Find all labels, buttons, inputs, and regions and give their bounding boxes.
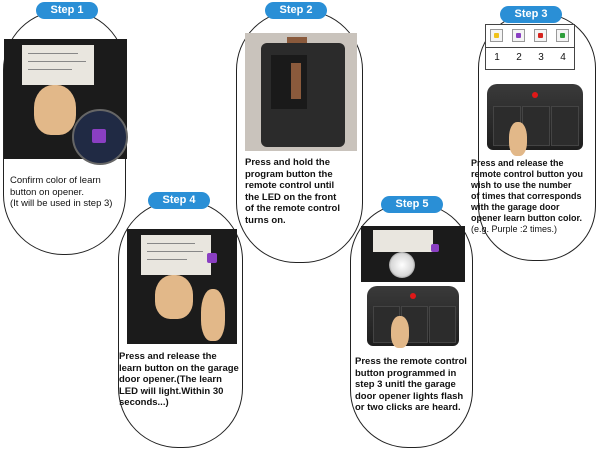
step-5-remote bbox=[367, 286, 459, 346]
step-1-card: Confirm color of learn button on opener.… bbox=[3, 10, 128, 255]
step-1-description: Confirm color of learn button on opener.… bbox=[10, 175, 113, 209]
slot-number-1: 1 bbox=[494, 52, 500, 63]
led-icon bbox=[410, 293, 416, 299]
purple-learn-button-icon bbox=[516, 33, 521, 38]
step-5-badge: Step 5 bbox=[381, 196, 443, 213]
step-4-card: Press and release the learn button on th… bbox=[118, 200, 243, 448]
chip-purple bbox=[512, 29, 525, 42]
chip-red bbox=[534, 29, 547, 42]
step-1-opener-photo bbox=[4, 39, 128, 165]
chip-green bbox=[556, 29, 569, 42]
slot-number-3: 3 bbox=[538, 52, 544, 63]
step-3-remote bbox=[487, 84, 583, 150]
yellow-learn-button-icon bbox=[494, 33, 499, 38]
chip-yellow bbox=[490, 29, 503, 42]
step-3-badge: Step 3 bbox=[500, 6, 562, 23]
step-4-badge: Step 4 bbox=[148, 192, 210, 209]
step-5-opener-photo bbox=[361, 226, 465, 282]
step-3-card: 1 2 3 4 Press and release the remote con… bbox=[471, 13, 596, 261]
led-icon bbox=[532, 92, 538, 98]
step-2-remote-back-photo bbox=[245, 33, 357, 151]
slot-number-2: 2 bbox=[516, 52, 522, 63]
step-4-opener-photo bbox=[127, 229, 237, 344]
finger-icon bbox=[509, 122, 527, 156]
step-4-description: Press and release the learn button on th… bbox=[119, 351, 239, 408]
green-learn-button-icon bbox=[560, 33, 565, 38]
red-learn-button-icon bbox=[538, 33, 543, 38]
step-5-description: Press the remote control button programm… bbox=[355, 356, 467, 413]
step-2-card: Press and hold the program button the re… bbox=[236, 10, 363, 263]
remote-button-3 bbox=[429, 306, 456, 343]
step-5-card: Press the remote control button programm… bbox=[350, 203, 473, 448]
learn-button-zoom bbox=[72, 109, 128, 165]
slot-number-4: 4 bbox=[560, 52, 566, 63]
step-1-badge: Step 1 bbox=[36, 2, 98, 19]
finger-icon bbox=[391, 316, 409, 348]
light-flash-icon bbox=[389, 252, 415, 278]
step-2-description: Press and hold the program button the re… bbox=[245, 157, 341, 226]
step-3-description: Press and release the remote control but… bbox=[471, 158, 583, 234]
step-2-badge: Step 2 bbox=[265, 2, 327, 19]
step-3-color-chart: 1 2 3 4 bbox=[485, 24, 575, 70]
remote-button-3 bbox=[551, 106, 579, 146]
